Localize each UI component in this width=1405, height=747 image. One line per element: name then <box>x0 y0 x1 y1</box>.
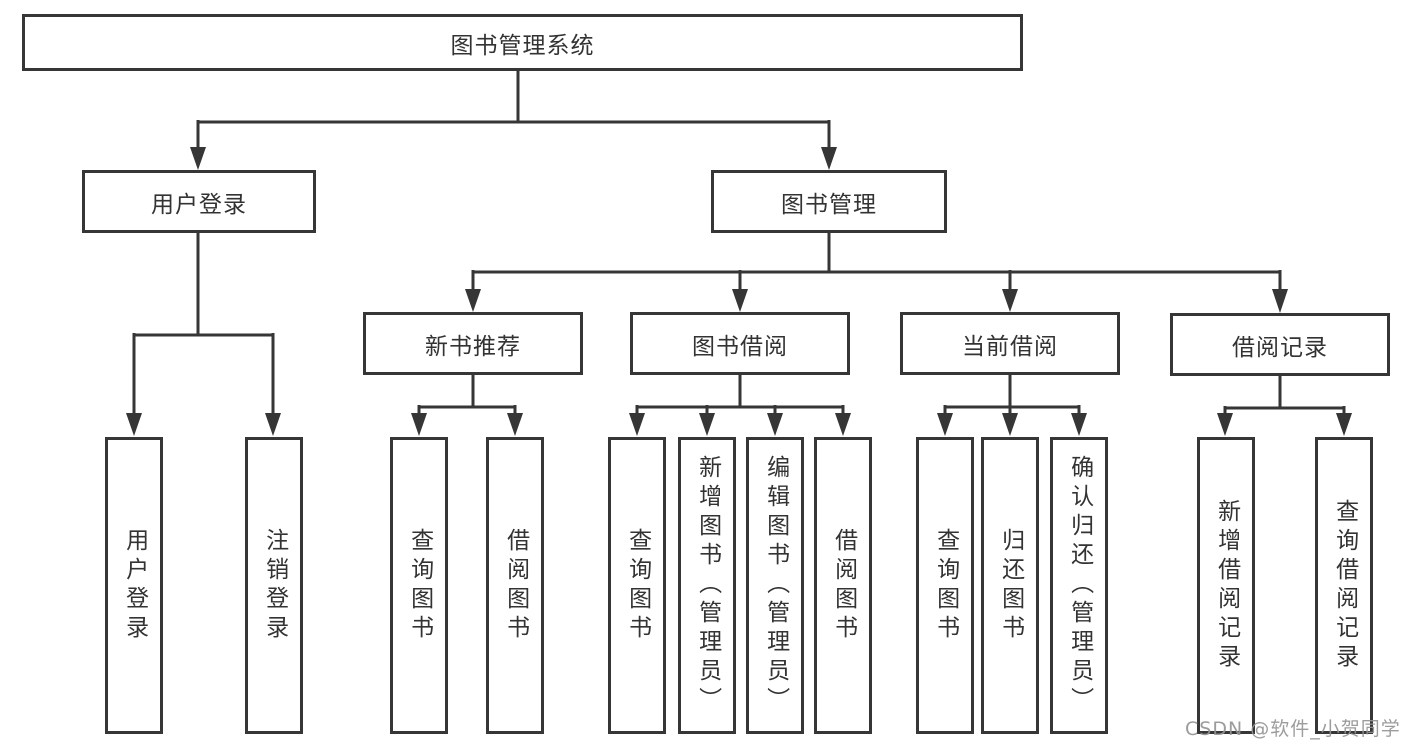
node-book-management: 图书管理 <box>711 170 947 233</box>
leaf-borrow-books-2: 借阅图书 <box>814 437 872 734</box>
connector-root-stem <box>196 69 831 150</box>
leaf-query-borrow-record-label: 查询借阅记录 <box>1331 498 1358 673</box>
leaf-borrow-books-1-label: 借阅图书 <box>502 527 529 644</box>
node-current-borrow-label: 当前借阅 <box>962 333 1058 360</box>
node-user-login-label: 用户登录 <box>151 191 247 218</box>
node-current-borrow: 当前借阅 <box>900 312 1120 375</box>
leaf-edit-books-admin-label: 编辑图书（管理员） <box>762 455 789 716</box>
leaf-query-books-1: 查询图书 <box>390 437 448 734</box>
leaf-confirm-return-admin: 确认归还（管理员） <box>1050 437 1108 734</box>
arrowheads <box>126 147 1352 436</box>
leaf-logout: 注销登录 <box>245 437 303 734</box>
node-borrow-records: 借阅记录 <box>1170 313 1390 376</box>
connector-user-login <box>132 231 275 416</box>
leaf-add-borrow-record: 新增借阅记录 <box>1197 437 1255 734</box>
connector-book-borrow <box>635 373 845 416</box>
node-user-login: 用户登录 <box>82 170 316 233</box>
connector-current-borrow <box>943 373 1081 416</box>
leaf-query-books-3: 查询图书 <box>916 437 974 734</box>
leaf-query-books-1-label: 查询图书 <box>406 527 433 644</box>
leaf-return-books-label: 归还图书 <box>997 527 1024 644</box>
leaf-borrow-books-2-label: 借阅图书 <box>830 527 857 644</box>
node-borrow-records-label: 借阅记录 <box>1232 334 1328 361</box>
leaf-confirm-return-admin-label: 确认归还（管理员） <box>1066 455 1093 716</box>
node-book-management-label: 图书管理 <box>781 191 877 218</box>
leaf-user-login: 用户登录 <box>105 437 163 734</box>
node-root-label: 图书管理系统 <box>450 32 595 59</box>
leaf-query-books-2-label: 查询图书 <box>624 527 651 644</box>
node-root: 图书管理系统 <box>22 14 1023 71</box>
leaf-query-books-3-label: 查询图书 <box>932 527 959 644</box>
csdn-watermark: CSDN @软件_小贺同学 <box>1185 718 1401 740</box>
node-new-book-recommend-label: 新书推荐 <box>425 333 521 360</box>
leaf-edit-books-admin: 编辑图书（管理员） <box>746 437 804 734</box>
node-book-borrow-label: 图书借阅 <box>692 333 788 360</box>
leaf-add-books-admin: 新增图书（管理员） <box>678 437 736 734</box>
leaf-query-books-2: 查询图书 <box>608 437 666 734</box>
leaf-add-books-admin-label: 新增图书（管理员） <box>694 455 721 716</box>
leaf-borrow-books-1: 借阅图书 <box>486 437 544 734</box>
connector-borrow-records <box>1223 374 1346 416</box>
node-new-book-recommend: 新书推荐 <box>363 312 583 375</box>
leaf-add-borrow-record-label: 新增借阅记录 <box>1213 498 1240 673</box>
connector-book-mgmt <box>471 231 1282 292</box>
leaf-return-books: 归还图书 <box>981 437 1039 734</box>
leaf-user-login-label: 用户登录 <box>121 527 148 644</box>
node-book-borrow: 图书借阅 <box>630 312 850 375</box>
connector-new-book <box>417 373 517 416</box>
leaf-logout-label: 注销登录 <box>261 527 288 644</box>
leaf-query-borrow-record: 查询借阅记录 <box>1315 437 1373 734</box>
